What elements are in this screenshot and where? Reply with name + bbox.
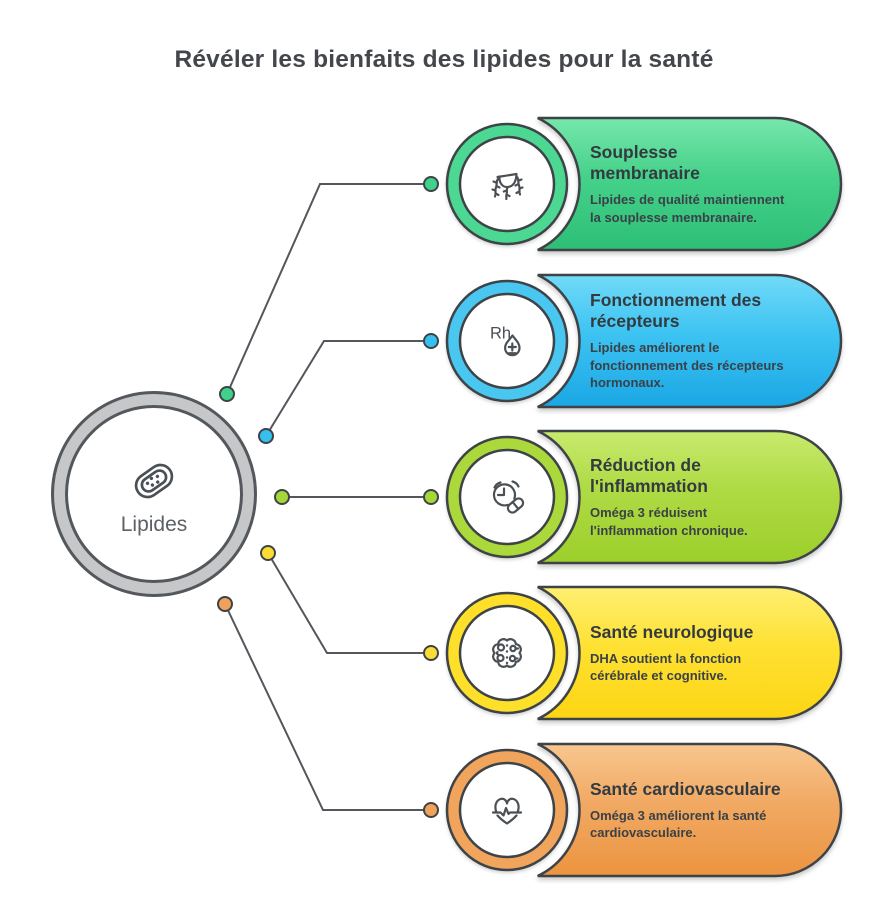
benefit-description: Lipides de qualité maintiennent la soupl… <box>590 192 785 225</box>
benefit-pill-graphic: Rh <box>445 273 843 409</box>
benefit-row-neuro: Santé neurologique DHA soutient la fonct… <box>420 573 860 733</box>
benefit-text-block: Santé neurologique DHA soutient la fonct… <box>590 587 785 719</box>
connector-dot <box>423 489 439 505</box>
benefit-text-block: Santé cardiovasculaire Oméga 3 amélioren… <box>590 744 785 876</box>
membrane-icon <box>491 172 524 201</box>
benefit-title: Fonctionnement des récepteurs <box>590 290 762 332</box>
benefit-description: Oméga 3 réduisent l'inflammation chroniq… <box>590 505 748 538</box>
hub-inner-circle: Lipides <box>65 405 243 583</box>
benefit-row-cardio: Santé cardiovasculaire Oméga 3 amélioren… <box>420 730 860 890</box>
benefit-description: Lipides améliorent le fonctionnement des… <box>590 340 784 391</box>
connector-dot <box>423 333 439 349</box>
benefit-title: Santé neurologique <box>590 621 754 642</box>
connector-dot <box>258 428 274 444</box>
benefit-text-block: Souplesse membranaire Lipides de qualité… <box>590 118 785 250</box>
rh-label: Rh <box>490 325 511 343</box>
connector-dots <box>217 176 439 818</box>
benefit-pill-graphic <box>445 585 843 721</box>
connector-line <box>224 603 431 811</box>
benefit-title: Souplesse membranaire <box>590 142 700 184</box>
benefit-title: Santé cardiovasculaire <box>590 778 781 799</box>
page-title: Révéler les bienfaits des lipides pour l… <box>174 46 714 73</box>
connector-dot <box>260 545 276 561</box>
benefit-row-membrane: Souplesse membranaire Lipides de qualité… <box>420 104 860 264</box>
benefit-row-receptors: Rh Fonctionnement des récepteurs Lipides… <box>420 261 860 421</box>
benefit-pill-graphic <box>445 429 843 565</box>
connector-line <box>265 340 431 437</box>
lipid-icon <box>134 463 174 498</box>
connector-dot <box>423 645 439 661</box>
benefit-text-block: Fonctionnement des récepteurs Lipides am… <box>590 275 785 407</box>
connector-lines <box>224 183 431 811</box>
connector-dot <box>217 596 233 612</box>
benefit-row-inflammation: Réduction de l'inflammation Oméga 3 rédu… <box>420 417 860 577</box>
hub-label: Lipides <box>120 512 188 536</box>
hub-circle: Lipides <box>51 391 257 597</box>
connector-dot <box>219 386 235 402</box>
connector-dot <box>423 176 439 192</box>
connector-dot <box>274 489 290 505</box>
hormone-receptor-icon: Rh <box>490 325 521 357</box>
clock-pill-icon <box>492 480 525 514</box>
benefit-title: Réduction de l'inflammation <box>590 455 708 497</box>
connector-line <box>226 183 431 395</box>
benefit-pill-graphic <box>445 742 843 878</box>
brain-icon <box>492 638 522 668</box>
benefit-pill-graphic <box>445 116 843 252</box>
benefit-text-block: Réduction de l'inflammation Oméga 3 rédu… <box>590 431 785 563</box>
heart-ecg-icon <box>491 797 523 825</box>
connector-line <box>267 552 431 654</box>
benefit-description: DHA soutient la fonction cérébrale et co… <box>590 650 742 683</box>
connector-dot <box>423 802 439 818</box>
benefit-description: Oméga 3 améliorent la santé cardiovascul… <box>590 807 767 840</box>
